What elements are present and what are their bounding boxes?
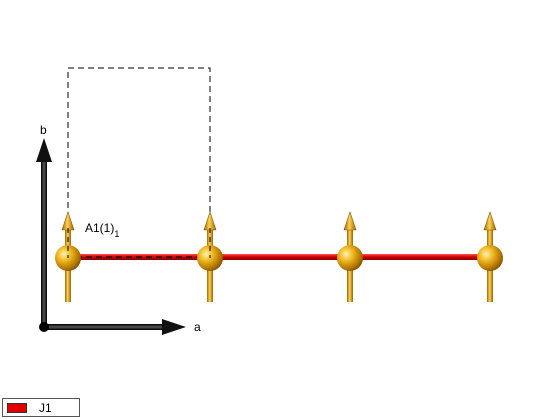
atom-2 [197, 211, 223, 302]
axis-origin [39, 322, 49, 332]
axis-a [44, 319, 186, 335]
legend: J1 [2, 398, 80, 417]
axis-b-label: b [40, 123, 47, 137]
axis-a-label: a [194, 320, 201, 334]
atom-3 [337, 211, 363, 302]
legend-label-j1: J1 [39, 400, 52, 415]
axis-b [36, 138, 52, 328]
legend-swatch-j1 [7, 402, 27, 413]
atom-label: A1(1)1 [85, 221, 119, 239]
bond-2 [210, 254, 350, 260]
atom-4 [477, 211, 503, 302]
bond-3 [350, 254, 490, 260]
atom-1 [55, 211, 81, 302]
